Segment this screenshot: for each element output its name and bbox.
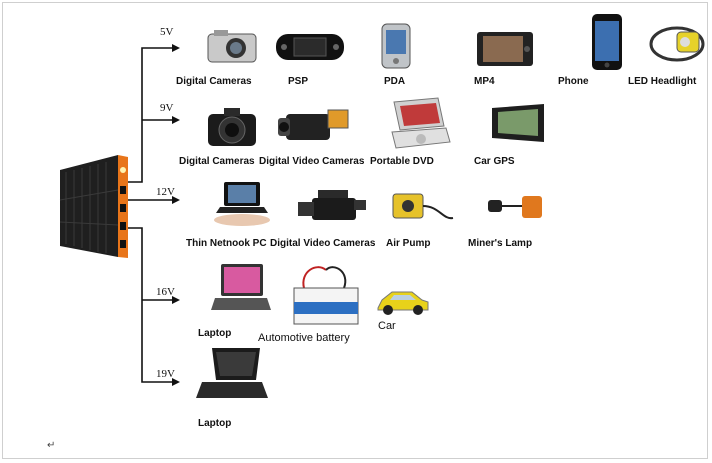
- device-label: LED Headlight: [628, 76, 697, 87]
- device-label: Laptop: [198, 418, 232, 429]
- device-label: Car GPS: [474, 156, 515, 167]
- device-label: Digital Cameras: [179, 156, 255, 167]
- voltage-label-9v: 9V: [160, 102, 174, 114]
- device-label: Laptop: [198, 328, 232, 339]
- device-pda: [344, 22, 448, 70]
- device-label: Car: [378, 320, 396, 332]
- air-pump-icon: [392, 193, 454, 220]
- device-label: MP4: [474, 76, 495, 87]
- dslr-camera-icon: [208, 108, 256, 146]
- laptop-icon: [211, 264, 271, 310]
- car-gps-icon: [492, 104, 544, 142]
- led-headlight-icon: [649, 26, 705, 62]
- device-label: Thin Netnook PC: [186, 238, 267, 249]
- device-label: Portable DVD: [370, 156, 434, 167]
- device-label: Phone: [558, 76, 589, 87]
- car-icon: [377, 291, 429, 315]
- device-phone: [555, 12, 659, 72]
- solar-power-bank: [59, 155, 128, 258]
- device-netbook: [190, 180, 294, 228]
- device-led-headlight: [625, 18, 712, 66]
- device-psp: [258, 30, 362, 64]
- device-mp4: [453, 28, 557, 68]
- device-dslr-camera-9v: [180, 102, 284, 150]
- video-camera-icon: [278, 109, 349, 140]
- device-portable-dvd: [366, 96, 470, 152]
- voltage-label-5v: 5V: [160, 26, 174, 38]
- device-car-gps: [466, 102, 570, 146]
- device-label: PSP: [288, 76, 309, 87]
- digital-camera-icon: [207, 30, 257, 63]
- device-label: PDA: [384, 76, 406, 87]
- device-laptop-16v: [188, 262, 292, 320]
- car-battery-icon: [293, 266, 359, 325]
- psp-icon: [276, 34, 344, 60]
- pda-icon: [381, 23, 411, 69]
- device-miners-lamp: [464, 186, 568, 226]
- phone-icon: [592, 14, 622, 70]
- voltage-label-19v: 19V: [156, 368, 175, 380]
- device-video-camera-9v: [262, 100, 366, 148]
- portable-dvd-icon: [391, 97, 451, 149]
- device-automotive-battery: [274, 258, 378, 326]
- device-air-pump: [370, 184, 474, 228]
- device-label: Digital Cameras: [176, 76, 252, 87]
- device-label: Digital Video Cameras: [259, 156, 365, 167]
- device-digital-camera-5v: [180, 26, 284, 66]
- page-border: [2, 2, 708, 459]
- paragraph-return-mark: ↵: [47, 440, 56, 451]
- device-car: [350, 286, 454, 318]
- device-laptop-19v: [180, 344, 284, 408]
- device-label: Automotive battery: [258, 332, 350, 344]
- voltage-label-12v: 12V: [156, 186, 175, 198]
- device-pro-video-camera-12v: [280, 186, 384, 230]
- voltage-label-16v: 16V: [156, 286, 175, 298]
- mp4-player-icon: [477, 32, 533, 66]
- device-label: Air Pump: [386, 238, 431, 249]
- laptop-icon: [196, 348, 268, 398]
- netbook-icon: [214, 182, 270, 226]
- miners-lamp-icon: [488, 196, 542, 218]
- device-label: Miner's Lamp: [468, 238, 533, 249]
- device-label: Digital Video Cameras: [270, 238, 376, 249]
- pro-video-camera-icon: [298, 190, 366, 220]
